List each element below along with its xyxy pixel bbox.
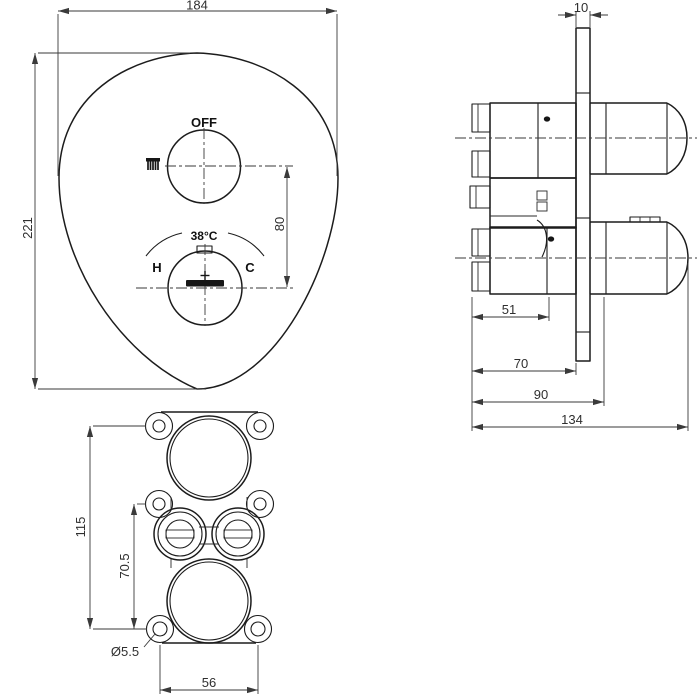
handle-cap-arc [666, 102, 688, 175]
dim-label-to-plate: 70 [514, 356, 528, 371]
dim-label-hole-spacing-middle: 70.5 [117, 553, 132, 578]
rotation-arc-left [145, 232, 183, 257]
lower-valve-opening [166, 558, 252, 644]
dimension-width: 184 [57, 0, 338, 176]
dimension-to-handle-base: 90 [472, 297, 605, 406]
inlet-stub [471, 261, 491, 292]
front-view: 184 221 80 OFF [20, 0, 339, 390]
dimension-hole-spacing-horizontal: 56 [159, 645, 259, 694]
dimension-hole-spacing-vertical: 115 [73, 425, 147, 630]
mounting-bracket-view: 115 70.5 Ø5.5 56 [73, 411, 275, 694]
dim-label-hole-spacing-horizontal: 56 [202, 675, 216, 690]
stop-ring-hook [536, 219, 548, 258]
cartridge-clip [536, 190, 548, 201]
leader-line [143, 633, 156, 648]
right-port-screw-slot [223, 529, 253, 539]
inlet-stub [471, 103, 491, 133]
dim-label-hole-diameter: Ø5.5 [111, 644, 139, 659]
valve-openings [153, 415, 265, 644]
inlet-stub [471, 150, 491, 178]
off-label: OFF [191, 115, 217, 130]
temperature-handle-profile [589, 216, 689, 295]
dim-label-body-depth: 51 [502, 302, 516, 317]
mounting-hole [250, 621, 266, 637]
valve-body-profile [469, 102, 577, 295]
set-screw [547, 236, 555, 242]
mounting-hole [253, 419, 267, 433]
dim-label-handle-spacing: 80 [272, 217, 287, 231]
mounting-hole [253, 497, 267, 511]
handle-cap-arc [666, 221, 689, 295]
dimension-handle-spacing: 80 [272, 167, 291, 287]
dimension-to-plate: 70 [472, 356, 577, 375]
dimension-body-depth: 51 [471, 297, 550, 431]
set-screw [543, 116, 551, 122]
cartridge-clip [536, 201, 548, 212]
cover-plate-outline [58, 52, 339, 390]
override-button-profile [629, 216, 661, 223]
dim-label-overall-depth: 134 [561, 412, 583, 427]
off-handle-profile [589, 102, 688, 175]
mounting-hole [152, 497, 166, 511]
dimension-hole-diameter: Ø5.5 [111, 633, 156, 659]
cold-label: C [245, 260, 255, 275]
dim-label-hole-spacing-vertical: 115 [73, 517, 88, 538]
inlet-stub [469, 185, 491, 209]
mounting-hole [152, 419, 166, 433]
body-upper-block [489, 102, 577, 179]
left-port-screw-slot [165, 529, 195, 539]
rotation-arc-right [227, 232, 265, 257]
dimension-height: 221 [20, 52, 206, 390]
dim-label-to-handle-base: 90 [534, 387, 548, 402]
wall-plate-outline [575, 27, 591, 362]
upper-valve-opening [166, 415, 252, 501]
dim-label-height: 221 [20, 217, 35, 239]
right-port [211, 507, 265, 561]
dimension-plate-thickness: 10 [558, 0, 608, 27]
body-middle-block [489, 177, 577, 229]
inlet-stub [471, 228, 491, 257]
mounting-ears [144, 411, 275, 644]
dim-label-width: 184 [186, 0, 208, 13]
dim-label-plate-thickness: 10 [574, 0, 588, 15]
temperature-handle: 38°C H C [136, 229, 293, 326]
brand-logo-mark [186, 271, 224, 287]
wall-plate-profile [575, 27, 591, 362]
mounting-hole [152, 621, 168, 637]
left-port [153, 507, 207, 561]
off-handle: OFF [146, 115, 293, 204]
dimension-overall-depth: 134 [472, 263, 689, 431]
shower-icon [146, 158, 160, 170]
side-view: 10 [455, 0, 697, 431]
override-button [196, 245, 213, 254]
dimension-hole-spacing-middle: 70.5 [117, 503, 146, 629]
body-lower-block [489, 226, 577, 295]
temperature-label: 38°C [191, 229, 218, 243]
hot-label: H [152, 260, 161, 275]
